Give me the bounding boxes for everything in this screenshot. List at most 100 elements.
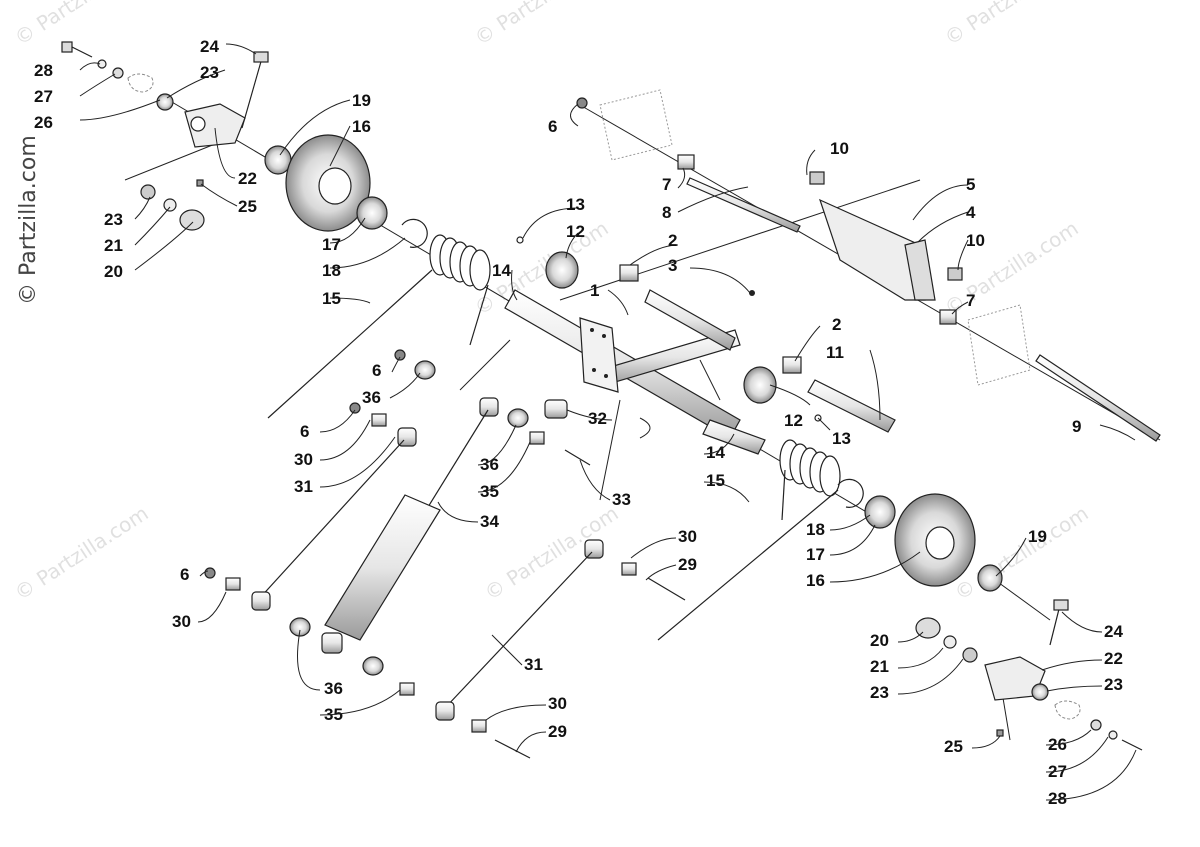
callout-3: 3: [668, 256, 677, 275]
callout-30: 30: [294, 450, 313, 469]
callout-16: 16: [352, 117, 371, 136]
callout-16: 16: [806, 571, 825, 590]
bolt-head-icon: [253, 51, 269, 63]
bolt-head-icon: [809, 171, 825, 185]
callout-17: 17: [322, 235, 341, 254]
callout-30: 30: [678, 527, 697, 546]
bearing-icon: [864, 495, 896, 529]
bolt-icon: [564, 449, 591, 466]
callout-28: 28: [34, 61, 53, 80]
callout-18: 18: [322, 261, 341, 280]
callout-24: 24: [1104, 622, 1123, 641]
callout-6: 6: [300, 422, 309, 441]
bushing-icon: [225, 577, 241, 591]
construction-lines: [124, 94, 1161, 741]
callout-20: 20: [870, 631, 889, 650]
bolt-icon: [494, 739, 531, 759]
bumper-icon: [743, 366, 777, 404]
callout-36: 36: [480, 455, 499, 474]
nut-icon: [204, 567, 216, 579]
callout-5: 5: [966, 175, 975, 194]
callout-23: 23: [870, 683, 889, 702]
callout-15: 15: [322, 289, 341, 308]
washer-icon: [1108, 730, 1118, 740]
nut-icon: [394, 349, 406, 361]
callout-28: 28: [1048, 789, 1067, 808]
torsion-spring-left: [267, 234, 491, 419]
callout-32: 32: [588, 409, 607, 428]
bushing-icon: [479, 397, 499, 417]
bearing-icon: [977, 564, 1003, 592]
callout-11: 11: [826, 343, 844, 362]
callout-7: 7: [662, 175, 671, 194]
callout-25: 25: [238, 197, 257, 216]
upper-right-assembly: [576, 89, 1161, 442]
bushing-icon: [621, 562, 637, 576]
spacer-icon: [140, 184, 156, 200]
callout-36: 36: [362, 388, 381, 407]
bushing-icon: [507, 408, 529, 428]
callout-22: 22: [1104, 649, 1123, 668]
spacer-icon: [529, 431, 545, 445]
nut-icon: [576, 97, 588, 109]
callout-9: 9: [1072, 417, 1081, 436]
axle-bracket-icon: [184, 103, 246, 148]
callout-2: 2: [832, 315, 841, 334]
washer-icon: [943, 635, 957, 649]
bushing-icon: [156, 93, 174, 111]
bushing-icon: [619, 264, 639, 282]
callout-10: 10: [830, 139, 849, 158]
callout-4: 4: [966, 203, 976, 222]
spacer-icon: [399, 682, 415, 696]
callout-14: 14: [492, 261, 511, 280]
washer-icon: [163, 198, 177, 212]
lockwasher-icon: [112, 67, 124, 79]
washer-icon: [97, 59, 107, 69]
bushing-icon: [289, 617, 311, 637]
callout-6: 6: [548, 117, 557, 136]
callout-6: 6: [180, 565, 189, 584]
callout-10: 10: [966, 231, 985, 250]
callout-19: 19: [1028, 527, 1047, 546]
bushing-icon: [782, 356, 802, 374]
bushing-icon: [321, 632, 343, 654]
leader-lines-lower: [197, 356, 1137, 801]
bolt-icon: [647, 577, 686, 601]
callout-23: 23: [104, 210, 123, 229]
track-section-icon: [1054, 700, 1081, 720]
shock-absorber-icon: [324, 494, 441, 641]
ring-icon: [516, 236, 524, 244]
callout-12: 12: [566, 222, 585, 241]
callout-6: 6: [372, 361, 381, 380]
callout-2: 2: [668, 231, 677, 250]
bushing-icon: [251, 591, 271, 611]
callout-21: 21: [870, 657, 889, 676]
bushing-icon: [1031, 683, 1049, 701]
shock-rod-icon: [419, 409, 489, 521]
nut-icon: [349, 402, 361, 414]
callout-22: 22: [238, 169, 257, 188]
wheel-hub-icon: [318, 167, 352, 205]
callout-31: 31: [524, 655, 543, 674]
callout-25: 25: [944, 737, 963, 756]
callout-30: 30: [172, 612, 191, 631]
shaft-icon: [702, 419, 766, 455]
callout-13: 13: [832, 429, 851, 448]
callout-35: 35: [480, 482, 499, 501]
lower-right-idler-assembly: [837, 478, 1143, 751]
callout-20: 20: [104, 262, 123, 281]
callout-27: 27: [34, 87, 53, 106]
shaft-icon: [686, 177, 801, 233]
grease-fitting-icon: [749, 290, 755, 296]
bearing-icon: [356, 196, 388, 230]
callout-17: 17: [806, 545, 825, 564]
callout-31: 31: [294, 477, 313, 496]
rail-section-icon: [599, 89, 1031, 386]
callout-8: 8: [662, 203, 671, 222]
rear-arm-assembly: [504, 236, 896, 455]
bushing-icon: [471, 719, 487, 733]
callout-24: 24: [200, 37, 219, 56]
leader-lines: [79, 43, 1136, 441]
